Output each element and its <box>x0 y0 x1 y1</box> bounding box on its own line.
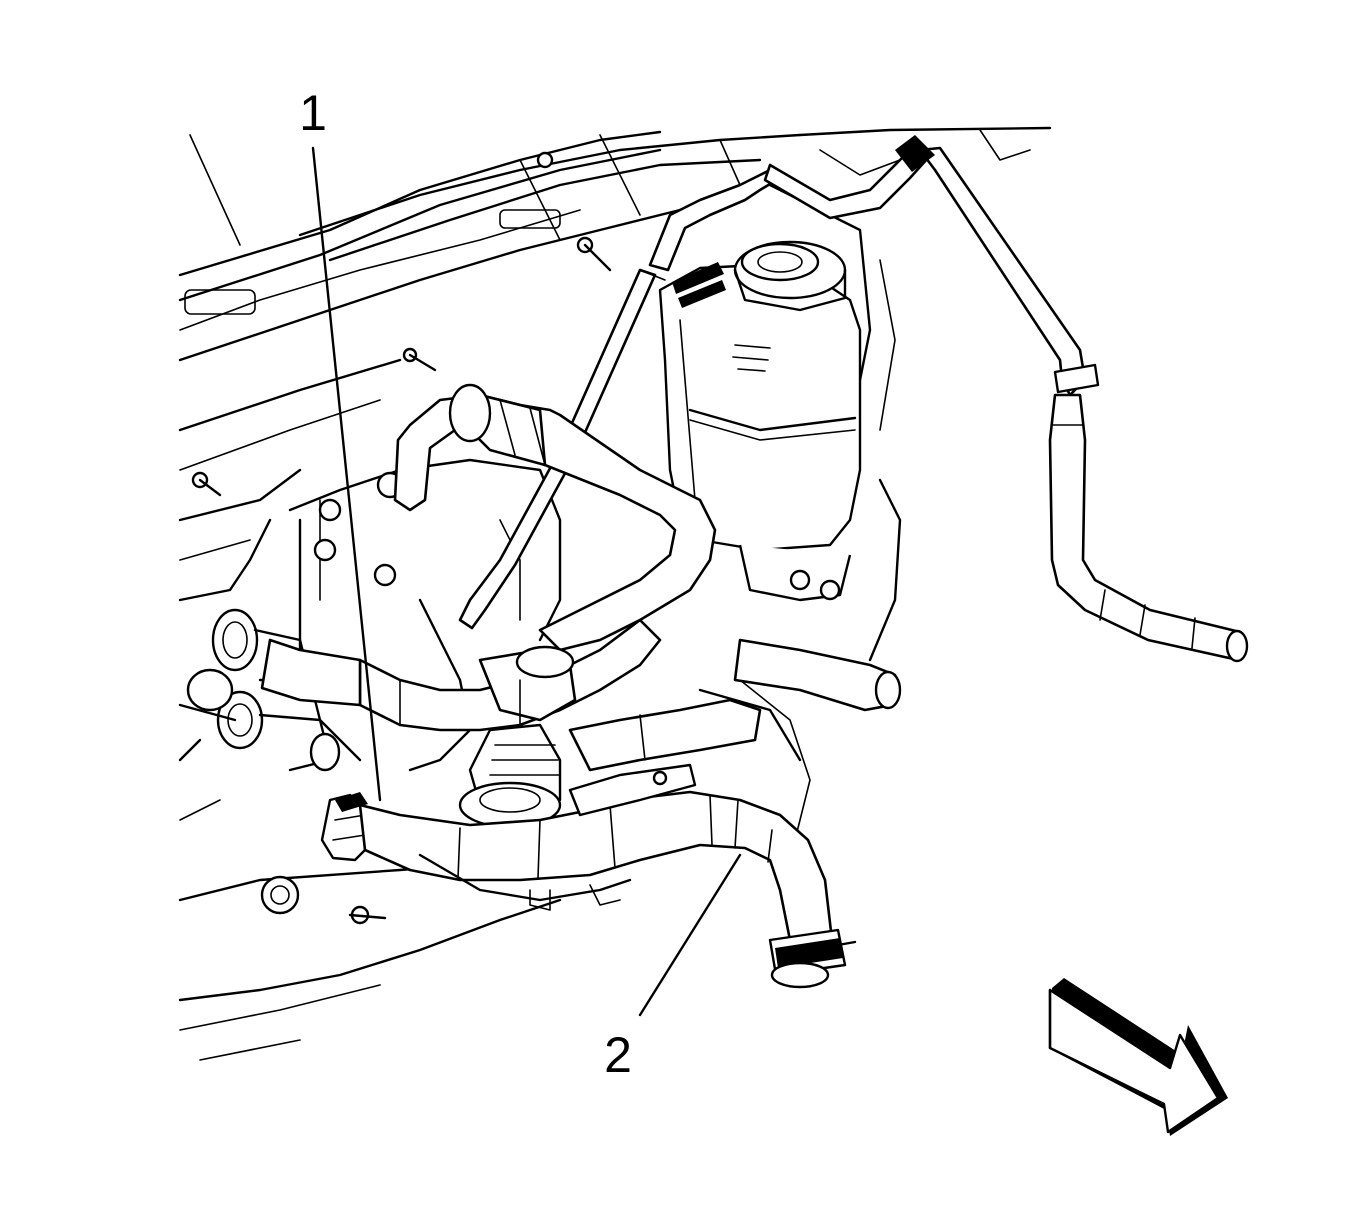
right-side-coolant-pipe <box>895 135 1249 663</box>
vehicle-frame-structure <box>178 126 1052 1061</box>
coolant-reservoir <box>658 240 862 602</box>
hose-clamp <box>320 792 372 862</box>
callout-1-leader <box>311 146 382 802</box>
engine-block <box>178 458 562 772</box>
callout-2-label: 2 <box>604 1027 632 1083</box>
front-direction-arrow-icon <box>1048 978 1228 1136</box>
lower-radiator-hose <box>358 763 857 989</box>
main-coolant-hoses <box>260 383 902 829</box>
callout-2-leader <box>638 853 742 1017</box>
callout-1-label: 1 <box>299 85 327 141</box>
callout-leaders <box>311 146 742 1017</box>
